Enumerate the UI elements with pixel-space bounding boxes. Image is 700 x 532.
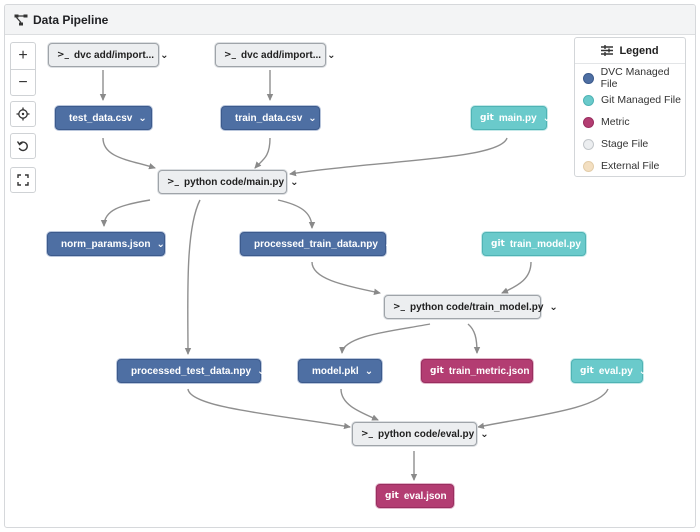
- node-label: test_data.csv: [69, 112, 133, 124]
- node-label: main.py: [498, 112, 537, 124]
- chevron-down-icon: ⌄: [257, 365, 266, 377]
- node-train-metric[interactable]: git train_metric.json ⌄: [421, 359, 544, 383]
- node-label: python code/eval.py: [378, 428, 475, 440]
- crosshair-icon: [16, 107, 30, 121]
- legend-label: Git Managed File: [601, 94, 681, 106]
- legend-swatch: [583, 160, 594, 172]
- node-eval-json[interactable]: git eval.json ⌄: [376, 484, 461, 508]
- zoom-out-button[interactable]: −: [11, 69, 35, 95]
- git-icon: git: [580, 366, 594, 376]
- legend-label: External File: [601, 160, 660, 172]
- node-label: train_metric.json: [448, 365, 530, 377]
- node-label: eval.py: [598, 365, 633, 377]
- legend: Legend DVC Managed File Git Managed File…: [574, 37, 686, 177]
- node-stage-train-model[interactable]: >_ python code/train_model.py ⌄: [384, 295, 558, 319]
- node-label: norm_params.json: [61, 238, 151, 250]
- node-test-data[interactable]: test_data.csv ⌄: [55, 106, 152, 130]
- node-norm-params[interactable]: norm_params.json ⌄: [47, 232, 165, 256]
- legend-swatch: [583, 72, 594, 84]
- terminal-icon: >_: [393, 302, 406, 312]
- git-icon: git: [491, 239, 505, 249]
- git-icon: git: [480, 113, 494, 123]
- terminal-icon: >_: [361, 429, 374, 439]
- chevron-down-icon: ⌄: [327, 49, 336, 61]
- chevron-down-icon: ⌄: [480, 428, 489, 440]
- terminal-icon: >_: [224, 50, 237, 60]
- chevron-down-icon: ⌄: [549, 301, 558, 313]
- legend-item: Stage File: [575, 133, 685, 155]
- node-label: eval.json: [403, 490, 447, 502]
- chevron-down-icon: ⌄: [156, 238, 165, 250]
- chevron-down-icon: ⌄: [308, 112, 317, 124]
- chevron-down-icon: ⌄: [586, 238, 596, 250]
- legend-item: Git Managed File: [575, 89, 685, 111]
- node-dvc-import-2[interactable]: >_ dvc add/import... ⌄: [215, 43, 335, 67]
- legend-label: DVC Managed File: [600, 66, 670, 90]
- zoom-controls: + −: [10, 42, 36, 96]
- node-label: processed_train_data.npy: [254, 238, 378, 250]
- zoom-in-button[interactable]: +: [18, 47, 28, 64]
- chevron-down-icon: ⌄: [638, 365, 648, 377]
- pipeline-icon: [14, 14, 28, 25]
- node-train-data[interactable]: train_data.csv ⌄: [221, 106, 320, 130]
- node-label: train_model.py: [509, 238, 581, 250]
- legend-label: Stage File: [601, 138, 649, 150]
- reset-view-button[interactable]: [10, 133, 36, 159]
- node-eval-py[interactable]: git eval.py ⌄: [571, 359, 647, 383]
- node-stage-main[interactable]: >_ python code/main.py ⌄: [158, 170, 298, 194]
- node-label: train_data.csv: [235, 112, 303, 124]
- chevron-down-icon: ⌄: [138, 112, 147, 124]
- node-label: python code/train_model.py: [410, 301, 544, 313]
- node-train-model-py[interactable]: git train_model.py ⌄: [482, 232, 595, 256]
- legend-label: Metric: [601, 116, 630, 128]
- node-label: model.pkl: [312, 365, 359, 377]
- terminal-icon: >_: [167, 177, 180, 187]
- git-icon: git: [430, 366, 444, 376]
- panel-title: Data Pipeline: [33, 12, 109, 27]
- node-stage-eval[interactable]: >_ python code/eval.py ⌄: [352, 422, 489, 446]
- legend-item: External File: [575, 155, 685, 177]
- node-model-pkl[interactable]: model.pkl ⌄: [298, 359, 382, 383]
- fit-view-button[interactable]: [10, 167, 36, 193]
- terminal-icon: >_: [57, 50, 70, 60]
- node-processed-train[interactable]: processed_train_data.npy ⌄: [240, 232, 392, 256]
- center-view-button[interactable]: [10, 101, 36, 127]
- node-label: python code/main.py: [184, 176, 285, 188]
- legend-swatch: [583, 116, 594, 128]
- chevron-down-icon: ⌄: [452, 490, 462, 502]
- legend-swatch: [583, 94, 594, 106]
- filter-icon: [601, 45, 614, 56]
- node-main-py[interactable]: git main.py ⌄: [471, 106, 551, 130]
- legend-header: Legend: [575, 38, 685, 64]
- node-dvc-import-1[interactable]: >_ dvc add/import... ⌄: [48, 43, 168, 67]
- chevron-down-icon: ⌄: [290, 176, 299, 188]
- panel-header: Data Pipeline: [5, 5, 695, 35]
- legend-swatch: [583, 138, 594, 150]
- git-icon: git: [385, 491, 399, 501]
- expand-icon: [17, 174, 29, 186]
- legend-item: Metric: [575, 111, 685, 133]
- node-processed-test[interactable]: processed_test_data.npy ⌄: [117, 359, 265, 383]
- chevron-down-icon: ⌄: [364, 365, 374, 377]
- chevron-down-icon: ⌄: [160, 49, 169, 61]
- node-label: dvc add/import...: [74, 49, 155, 61]
- undo-icon: [16, 141, 28, 152]
- legend-title: Legend: [619, 44, 659, 57]
- chevron-down-icon: ⌄: [535, 365, 544, 377]
- node-label: dvc add/import...: [241, 49, 322, 61]
- node-label: processed_test_data.npy: [131, 365, 252, 377]
- chevron-down-icon: ⌄: [542, 112, 552, 124]
- legend-item: DVC Managed File: [575, 66, 685, 90]
- chevron-down-icon: ⌄: [383, 238, 393, 250]
